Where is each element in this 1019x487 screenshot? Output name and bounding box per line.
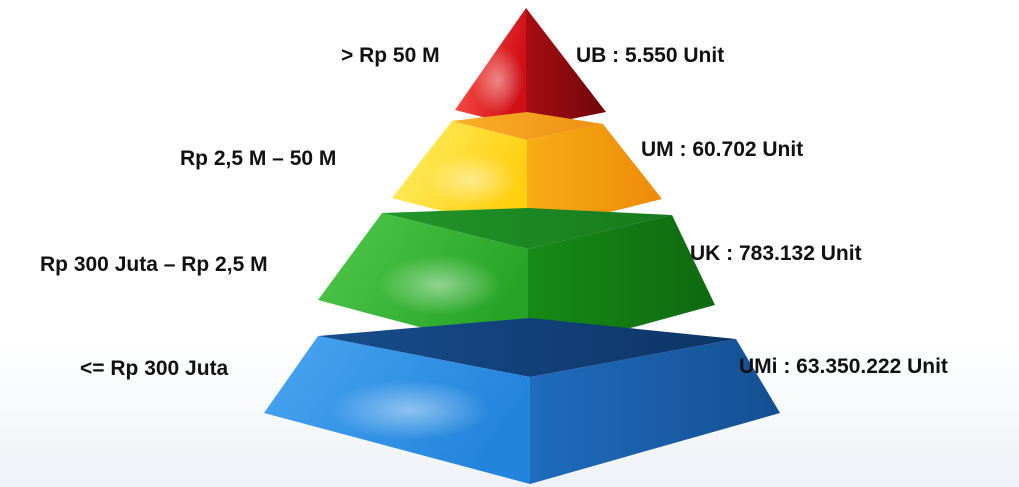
tier-uk-shape — [318, 208, 715, 356]
tier-ub-shape — [455, 8, 606, 128]
tier-uk-count-label: UK : 783.132 Unit — [690, 242, 862, 265]
tier-ub-range-label: > Rp 50 M — [341, 44, 440, 67]
tier-ub-count-label: UB : 5.550 Unit — [576, 44, 725, 67]
tier-um-range-label: Rp 2,5 M – 50 M — [180, 147, 337, 170]
tier-uk-range-label: Rp 300 Juta – Rp 2,5 M — [40, 253, 268, 276]
tier-um-count-label: UM : 60.702 Unit — [641, 138, 804, 161]
tier-umi-range-label: <= Rp 300 Juta — [80, 357, 229, 380]
tier-umi-shape — [264, 318, 780, 484]
tier-um-shape — [392, 112, 662, 233]
tier-umi-count-label: UMi : 63.350.222 Unit — [739, 355, 948, 378]
